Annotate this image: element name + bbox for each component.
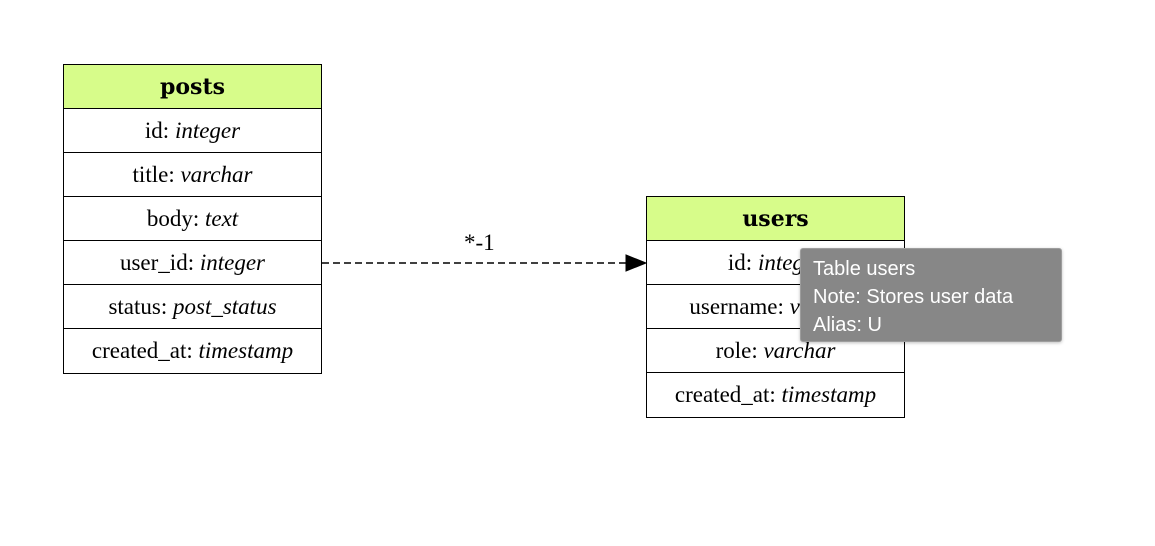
table-posts[interactable]: posts id: integer title: varchar body: t… xyxy=(63,64,322,374)
field-name: id: xyxy=(727,249,753,275)
field-type: timestamp xyxy=(198,338,294,363)
field-type: timestamp xyxy=(781,382,877,407)
field-name: user_id: xyxy=(119,249,195,275)
tooltip-note: Note: Stores user data xyxy=(813,286,1014,308)
field-row[interactable]: created_at: timestamp xyxy=(647,373,904,417)
field-row[interactable]: status: post_status xyxy=(64,285,321,329)
field-name: status: xyxy=(108,293,168,319)
table-tooltip: Table users Note: Stores user data Alias… xyxy=(800,248,1062,342)
tooltip-title: Table users xyxy=(813,258,916,280)
field-name: role: xyxy=(715,337,758,363)
field-type: text xyxy=(204,205,239,231)
field-row[interactable]: body: text xyxy=(64,197,321,241)
field-name: id: xyxy=(144,117,170,143)
field-name: created_at: xyxy=(91,338,193,363)
field-type: integer xyxy=(199,249,265,275)
table-posts-header[interactable]: posts xyxy=(64,65,321,109)
field-name: body: xyxy=(146,205,200,231)
field-row[interactable]: title: varchar xyxy=(64,153,321,197)
field-type: varchar xyxy=(180,161,253,187)
tooltip-alias: Alias: U xyxy=(813,314,882,336)
field-type: post_status xyxy=(173,293,277,319)
field-row[interactable]: created_at: timestamp xyxy=(64,329,321,373)
relationship-label: *-1 xyxy=(464,230,495,255)
arrowhead-icon xyxy=(625,254,648,272)
field-name: username: xyxy=(689,293,784,319)
field-name: title: xyxy=(132,161,175,187)
field-row[interactable]: user_id: integer xyxy=(64,241,321,285)
field-name: created_at: xyxy=(674,382,776,407)
table-users-header[interactable]: users xyxy=(647,197,904,241)
field-row[interactable]: id: integer xyxy=(64,109,321,153)
field-type: integer xyxy=(174,117,241,143)
